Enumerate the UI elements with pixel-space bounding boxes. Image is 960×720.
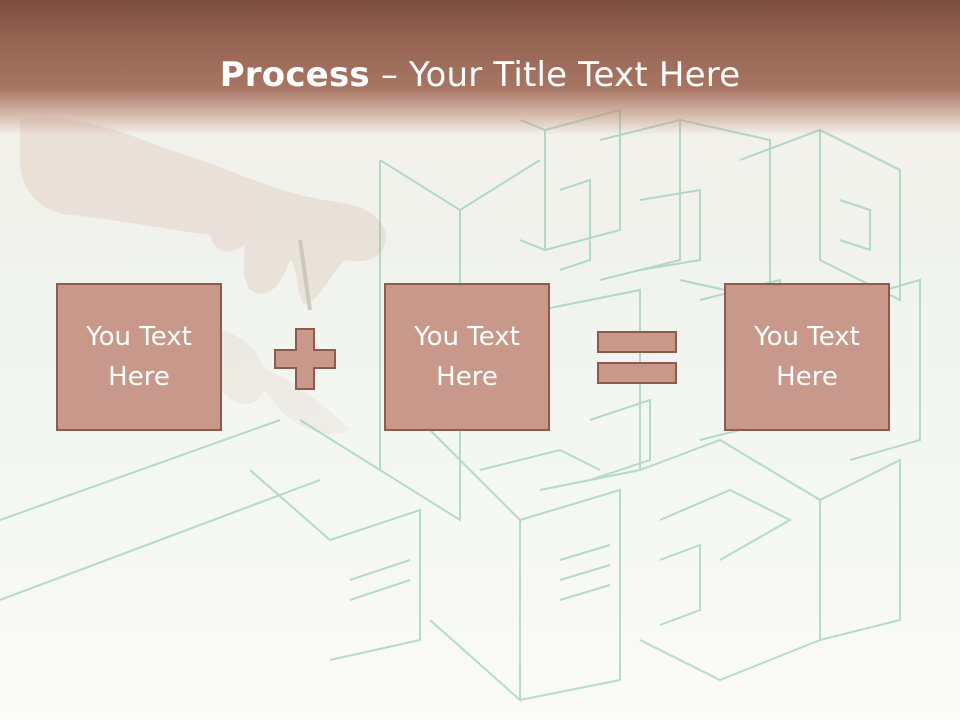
title-rest-part: – Your Title Text Here	[369, 55, 741, 95]
title-bold-part: Process	[219, 55, 370, 95]
equals-icon	[597, 331, 677, 384]
hand-illustration	[20, 117, 386, 434]
process-box-3[interactable]: You Text Here	[724, 283, 890, 431]
process-box-3-text: You Text Here	[754, 322, 860, 392]
process-box-1[interactable]: You Text Here	[56, 283, 222, 431]
title-bar	[0, 0, 960, 135]
process-box-2-text: You Text Here	[414, 322, 520, 392]
slide-title: Process – Your Title Text Here	[0, 52, 960, 98]
plus-icon	[274, 328, 336, 390]
process-box-2[interactable]: You Text Here	[384, 283, 550, 431]
process-box-1-text: You Text Here	[86, 322, 192, 392]
